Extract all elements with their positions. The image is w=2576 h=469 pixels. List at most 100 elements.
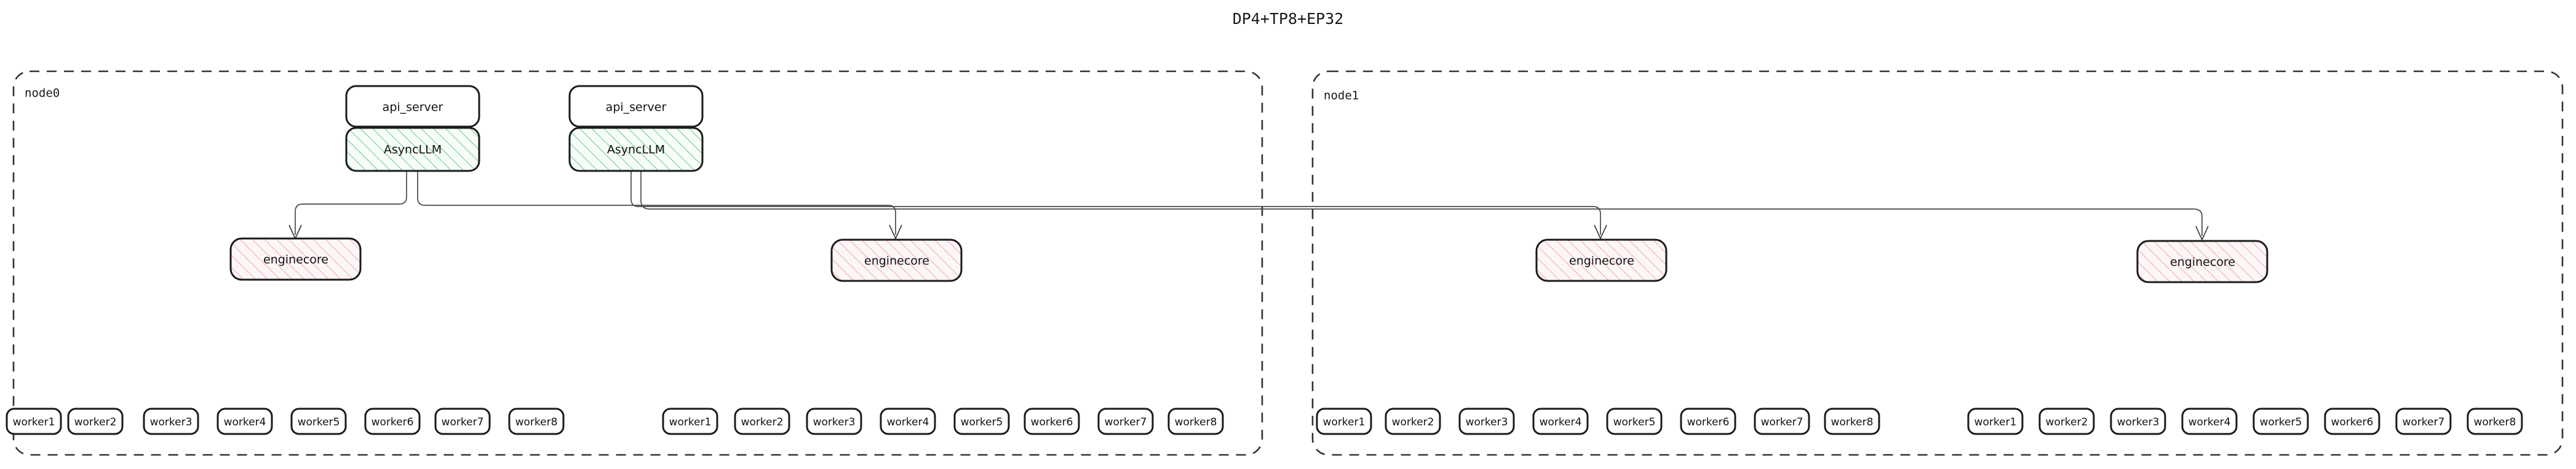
- worker-label: worker7: [1105, 416, 1147, 428]
- worker-box[interactable]: [67, 408, 124, 435]
- api-server-label-2: api_server: [606, 101, 667, 114]
- worker-box[interactable]: [1606, 408, 1663, 435]
- enginecore-1[interactable]: enginecore: [229, 237, 362, 281]
- worker-label: worker2: [741, 416, 784, 428]
- cluster-node1-border: [1311, 70, 2564, 456]
- arrowhead-enginecore3: [1594, 224, 1607, 240]
- worker-item: worker6: [364, 408, 421, 435]
- worker-item: worker8: [2467, 408, 2523, 435]
- worker-label: worker8: [1175, 416, 1217, 428]
- enginecore-4[interactable]: enginecore: [2136, 240, 2268, 283]
- asyncllm-label-1: AsyncLLM: [384, 143, 442, 157]
- worker-label: worker8: [515, 416, 558, 428]
- api-server-stack-1[interactable]: api_server AsyncLLM: [345, 85, 480, 172]
- arrowhead-enginecore2: [889, 224, 902, 240]
- worker-box[interactable]: [1824, 408, 1880, 435]
- asyncllm-label-2: AsyncLLM: [607, 143, 665, 157]
- worker-label: worker3: [1466, 416, 1508, 428]
- worker-box[interactable]: [2324, 408, 2380, 435]
- worker-box[interactable]: [2181, 408, 2238, 435]
- worker-label: worker5: [2260, 416, 2302, 428]
- worker-box[interactable]: [953, 408, 1010, 435]
- worker-item: worker3: [2110, 408, 2166, 435]
- worker-box[interactable]: [1385, 408, 1441, 435]
- worker-label: worker4: [1540, 416, 1582, 428]
- worker-item: worker4: [2181, 408, 2238, 435]
- arrowhead-enginecore4: [2195, 226, 2209, 242]
- worker-label: worker7: [442, 416, 484, 428]
- worker-label: worker8: [2474, 416, 2516, 428]
- worker-box[interactable]: [1316, 408, 1372, 435]
- edge-asyncllm1-to-enginecore1: [295, 171, 407, 235]
- worker-label: worker4: [887, 416, 929, 428]
- enginecore-box-1[interactable]: [229, 237, 362, 281]
- api-server-stack-2[interactable]: api_server AsyncLLM: [568, 85, 704, 172]
- cluster-node1: node1: [1311, 70, 2564, 456]
- worker-item: worker5: [290, 408, 347, 435]
- enginecore-box-4[interactable]: [2136, 240, 2268, 283]
- worker-item: worker5: [2252, 408, 2309, 435]
- worker-label: worker3: [2117, 416, 2160, 428]
- worker-box[interactable]: [1680, 408, 1736, 435]
- worker-box[interactable]: [290, 408, 347, 435]
- worker-label: worker6: [1687, 416, 1730, 428]
- worker-box[interactable]: [2038, 408, 2095, 435]
- worker-box[interactable]: [2467, 408, 2523, 435]
- worker-item: worker6: [2324, 408, 2380, 435]
- worker-item: worker8: [1167, 408, 1224, 435]
- enginecore-3[interactable]: enginecore: [1535, 238, 1668, 282]
- worker-label: worker1: [669, 416, 712, 428]
- worker-label: worker5: [298, 416, 340, 428]
- worker-item: worker6: [1680, 408, 1736, 435]
- worker-box[interactable]: [1754, 408, 1810, 435]
- worker-item: worker6: [1024, 408, 1080, 435]
- worker-box[interactable]: [1097, 408, 1154, 435]
- worker-item: worker5: [1606, 408, 1663, 435]
- worker-box[interactable]: [217, 408, 273, 435]
- worker-box[interactable]: [1167, 408, 1224, 435]
- worker-box[interactable]: [734, 408, 790, 435]
- api-server-box-2[interactable]: [568, 85, 704, 128]
- worker-label: worker6: [372, 416, 414, 428]
- worker-box[interactable]: [2252, 408, 2309, 435]
- worker-box[interactable]: [2395, 408, 2452, 435]
- worker-item: worker7: [1097, 408, 1154, 435]
- worker-label: worker1: [13, 416, 55, 428]
- worker-label: worker5: [1613, 416, 1656, 428]
- worker-box[interactable]: [1024, 408, 1080, 435]
- worker-box[interactable]: [364, 408, 421, 435]
- edge-asyncllm2-to-enginecore4: [640, 171, 2203, 236]
- enginecore-label-3: enginecore: [1569, 254, 1634, 268]
- worker-box[interactable]: [1967, 408, 2024, 435]
- worker-box[interactable]: [662, 408, 718, 435]
- worker-label: worker5: [961, 416, 1003, 428]
- worker-item: worker2: [2038, 408, 2095, 435]
- worker-label: worker1: [1323, 416, 1366, 428]
- worker-label: worker7: [1761, 416, 1803, 428]
- worker-label: worker8: [1831, 416, 1874, 428]
- enginecore-box-3[interactable]: [1535, 238, 1668, 282]
- worker-item: worker7: [434, 408, 491, 435]
- worker-box[interactable]: [508, 408, 565, 435]
- worker-box[interactable]: [6, 408, 62, 435]
- worker-box[interactable]: [880, 408, 936, 435]
- worker-box[interactable]: [2110, 408, 2166, 435]
- asyncllm-box-1[interactable]: [345, 127, 480, 172]
- worker-box[interactable]: [434, 408, 491, 435]
- worker-box[interactable]: [1458, 408, 1515, 435]
- worker-item: worker1: [6, 408, 62, 435]
- enginecore-2[interactable]: enginecore: [830, 238, 963, 282]
- worker-item: worker1: [662, 408, 718, 435]
- worker-item: worker2: [734, 408, 790, 435]
- edge-asyncllm1-to-enginecore2: [417, 171, 896, 235]
- api-server-box-1[interactable]: [345, 85, 480, 128]
- worker-box[interactable]: [806, 408, 862, 435]
- worker-label: worker2: [1392, 416, 1434, 428]
- worker-box[interactable]: [1532, 408, 1589, 435]
- enginecore-box-2[interactable]: [830, 238, 963, 282]
- page-title: DP4+TP8+EP32: [1233, 10, 1344, 28]
- worker-box[interactable]: [143, 408, 199, 435]
- cluster-node0-border: [12, 70, 1263, 456]
- asyncllm-box-2[interactable]: [568, 127, 704, 172]
